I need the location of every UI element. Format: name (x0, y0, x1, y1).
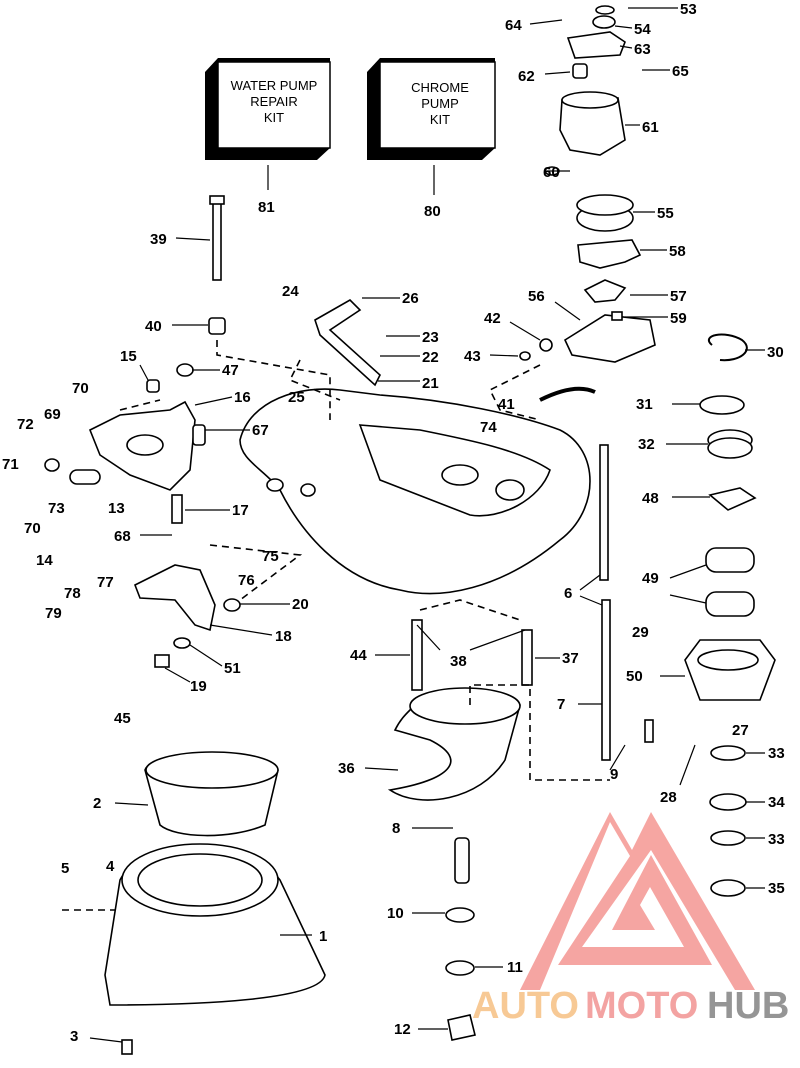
automotohub-watermark: AUTO MOTO HUB (472, 812, 789, 1027)
callout-57: 57 (670, 288, 687, 305)
callout-49: 49 (642, 570, 659, 587)
callout-34: 34 (768, 794, 785, 811)
callout-39: 39 (150, 231, 167, 248)
callout-74: 74 (480, 419, 497, 436)
callout-62: 62 (518, 68, 535, 85)
callout-55: 55 (657, 205, 674, 222)
callout-20: 20 (292, 596, 309, 613)
callout-56: 56 (528, 288, 545, 305)
kit-label-line: CHROME (411, 80, 469, 95)
callout-11: 11 (507, 959, 523, 976)
callout-43: 43 (464, 348, 481, 365)
callout-50: 50 (626, 668, 643, 685)
callout-72: 72 (17, 416, 34, 433)
callout-36: 36 (338, 760, 355, 777)
callout-8: 8 (392, 820, 400, 837)
callout-17: 17 (232, 502, 249, 519)
water-pump-repair-kit-box: WATER PUMP REPAIR KIT (205, 58, 331, 160)
callout-13: 13 (108, 500, 125, 517)
callout-9: 9 (610, 766, 618, 783)
callout-22: 22 (422, 349, 439, 366)
callout-16: 16 (234, 389, 251, 406)
callout-40: 40 (145, 318, 162, 335)
callout-14: 14 (36, 552, 53, 569)
callout-48: 48 (642, 490, 659, 507)
callout-58: 58 (669, 243, 686, 260)
callout-41: 41 (498, 396, 515, 413)
jet-pump-housing (239, 388, 591, 595)
callout-75: 75 (262, 548, 279, 565)
leader-lines (89, 7, 765, 1043)
callout-81: 81 (258, 199, 275, 216)
callout-68: 68 (114, 528, 131, 545)
callout-19: 19 (190, 678, 207, 695)
kit-label-line: KIT (430, 112, 450, 127)
reverse-gate-plate (133, 564, 216, 632)
callout-12: 12 (394, 1021, 411, 1038)
callout-7: 7 (557, 696, 565, 713)
callout-80: 80 (424, 203, 441, 220)
callout-25: 25 (288, 389, 305, 406)
callout-37: 37 (562, 650, 579, 667)
callout-47: 47 (222, 362, 239, 379)
callout-69: 69 (44, 406, 61, 423)
callout-32: 32 (638, 436, 655, 453)
callout-31: 31 (636, 396, 653, 413)
callout-61: 61 (642, 119, 659, 136)
callout-5: 5 (61, 860, 69, 877)
callout-33: 33 (768, 831, 785, 848)
callout-26: 26 (402, 290, 419, 307)
callout-78: 78 (64, 585, 81, 602)
callout-28: 28 (660, 789, 677, 806)
callout-51: 51 (224, 660, 241, 677)
watermark-text-hub: HUB (707, 985, 789, 1027)
callout-70: 70 (72, 380, 89, 397)
watermark-logo-triangle (520, 812, 755, 990)
kit-label-line: REPAIR (250, 94, 297, 109)
callout-30: 30 (767, 344, 784, 361)
callout-67: 67 (252, 422, 269, 439)
callout-38: 38 (450, 653, 467, 670)
callout-2: 2 (93, 795, 101, 812)
callout-44: 44 (350, 647, 367, 664)
callout-1: 1 (319, 928, 327, 945)
callout-6: 6 (564, 585, 572, 602)
callout-64: 64 (505, 17, 522, 34)
callout-23: 23 (422, 329, 439, 346)
watermark-text-moto: MOTO (585, 985, 698, 1027)
callout-77: 77 (97, 574, 114, 591)
watermark-text-auto: AUTO (472, 985, 579, 1027)
callout-63: 63 (634, 41, 651, 58)
callout-59: 59 (670, 310, 687, 327)
callout-29: 29 (632, 624, 649, 641)
callout-33: 33 (768, 745, 785, 762)
callout-24: 24 (282, 283, 299, 300)
kit-label-line: WATER PUMP (231, 78, 318, 93)
callout-18: 18 (275, 628, 292, 645)
chrome-pump-kit-box: CHROME PUMP KIT (367, 58, 496, 160)
callout-76: 76 (238, 572, 255, 589)
callout-21: 21 (422, 375, 439, 392)
callout-4: 4 (106, 858, 115, 875)
kit-label-line: KIT (264, 110, 284, 125)
callout-79: 79 (45, 605, 62, 622)
callout-73: 73 (48, 500, 65, 517)
callout-42: 42 (484, 310, 501, 327)
callout-15: 15 (120, 348, 137, 365)
callout-10: 10 (387, 905, 404, 922)
callout-71: 71 (2, 456, 19, 473)
callout-65: 65 (672, 63, 689, 80)
callout-60: 60 (543, 164, 560, 181)
callout-54: 54 (634, 21, 651, 38)
callout-45: 45 (114, 710, 131, 727)
kit-label-line: PUMP (421, 96, 459, 111)
callout-53: 53 (680, 1, 697, 18)
callout-35: 35 (768, 880, 785, 897)
callout-27: 27 (732, 722, 749, 739)
callout-70: 70 (24, 520, 41, 537)
callout-labels: 53 64 54 63 62 65 61 60 55 58 56 57 59 4… (2, 1, 785, 1045)
callout-3: 3 (70, 1028, 78, 1045)
